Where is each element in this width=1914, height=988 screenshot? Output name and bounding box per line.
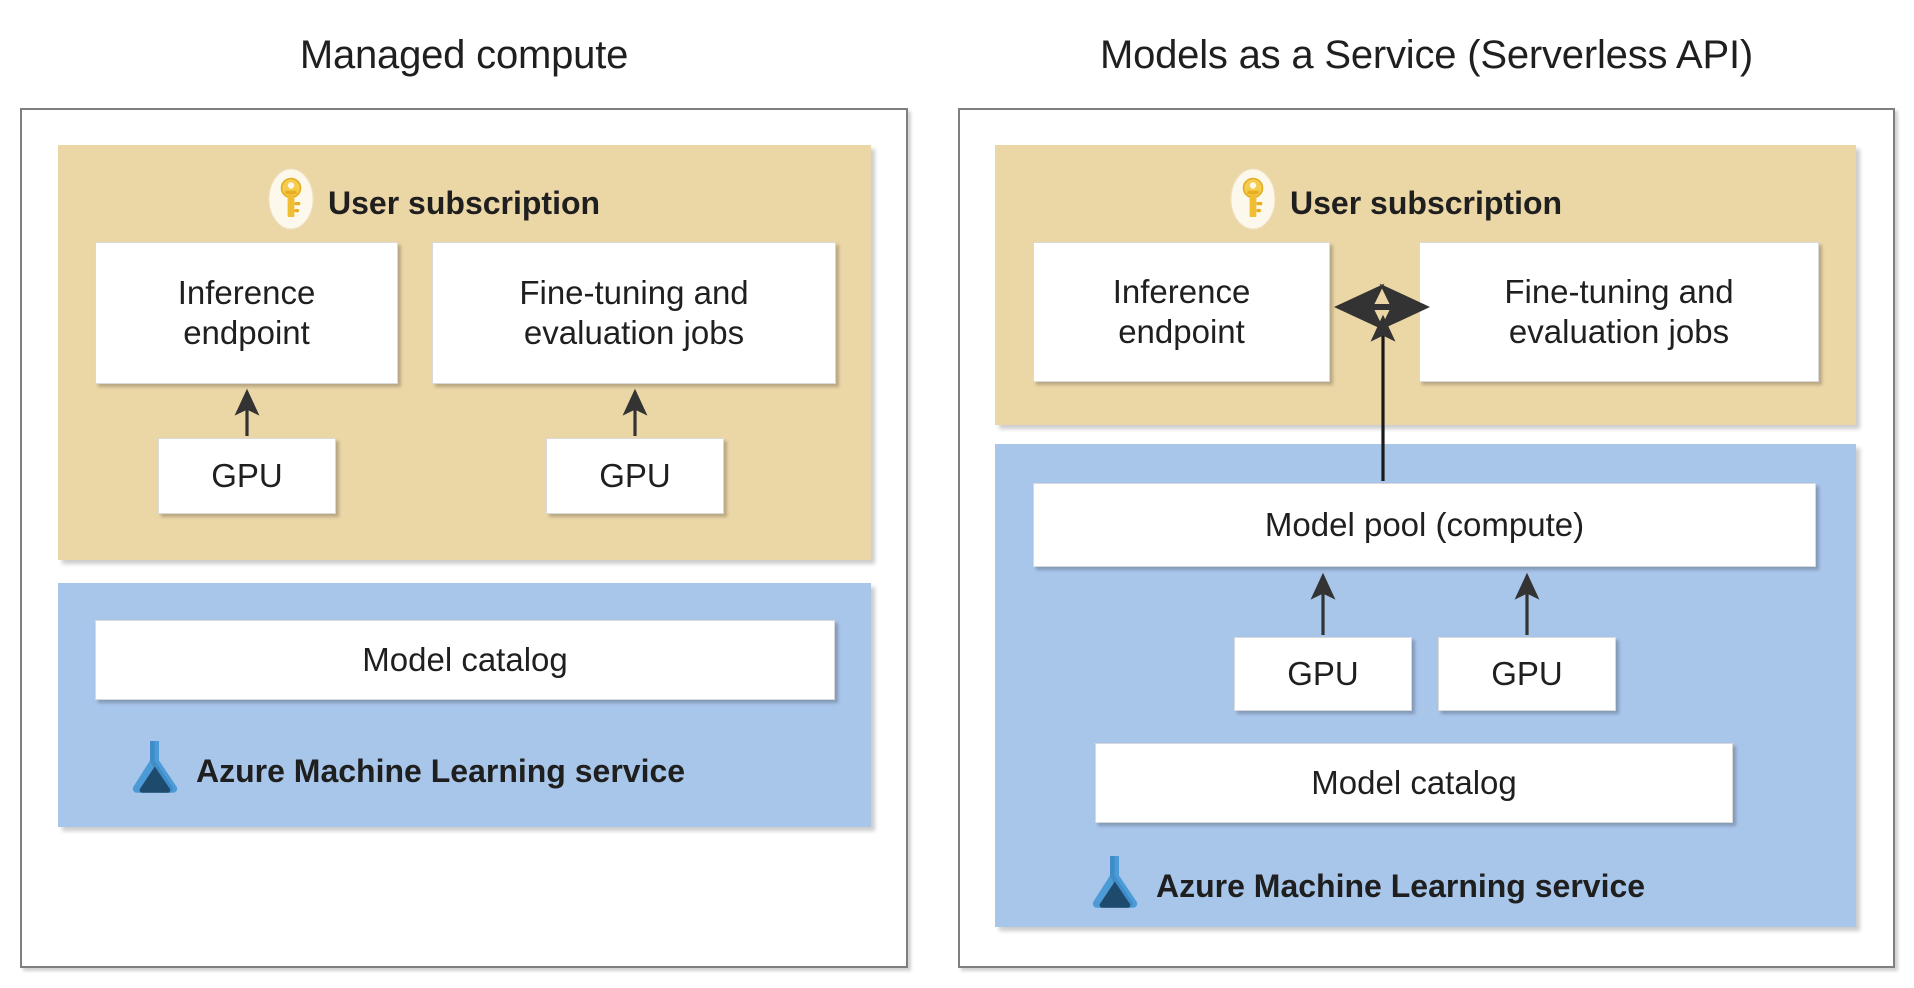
node-finetuning-evaluation-jobs: Fine-tuning and evaluation jobs [432,242,836,384]
zone-heading-label: User subscription [1290,184,1563,221]
key-icon [1230,168,1276,238]
zone-heading-azure-ml-right: Azure Machine Learning service [1088,853,1645,919]
node-label-line1: Fine-tuning and [1504,272,1734,310]
node-label-line2: evaluation jobs [1508,313,1730,350]
node-gpu-4: GPU [1438,637,1616,711]
node-label-line1: Inference [177,273,316,311]
node-label-line2: endpoint [183,314,310,351]
node-label-line2: evaluation jobs [523,314,745,351]
key-icon [268,168,314,238]
node-inference-endpoint: Inference endpoint [95,242,398,384]
panel-title-maas: Models as a Service (Serverless API) [1099,33,1754,77]
node-label-line1: Inference [1112,272,1251,310]
panel-title-managed-compute: Managed compute [299,33,629,77]
zone-heading-azure-ml-left: Azure Machine Learning service [128,738,685,804]
node-gpu-3: GPU [1234,637,1412,711]
node-gpu-1: GPU [158,438,336,514]
zone-heading-user-subscription-right: User subscription [1230,168,1562,238]
azure-machine-learning-icon [1088,853,1142,919]
zone-heading-user-subscription-left: User subscription [268,168,600,238]
node-model-pool-compute: Model pool (compute) [1033,483,1816,567]
node-model-catalog-right: Model catalog [1095,743,1733,823]
node-label-line2: endpoint [1118,313,1245,350]
node-finetuning-evaluation-jobs-right: Fine-tuning and evaluation jobs [1419,242,1819,382]
node-gpu-2: GPU [546,438,724,514]
node-label-line1: Fine-tuning and [519,273,749,311]
azure-machine-learning-icon [128,738,182,804]
node-inference-endpoint-right: Inference endpoint [1033,242,1330,382]
zone-heading-label: Azure Machine Learning service [1156,867,1646,904]
zone-heading-label: User subscription [328,184,601,221]
zone-heading-label: Azure Machine Learning service [196,752,686,789]
node-model-catalog-left: Model catalog [95,620,835,700]
